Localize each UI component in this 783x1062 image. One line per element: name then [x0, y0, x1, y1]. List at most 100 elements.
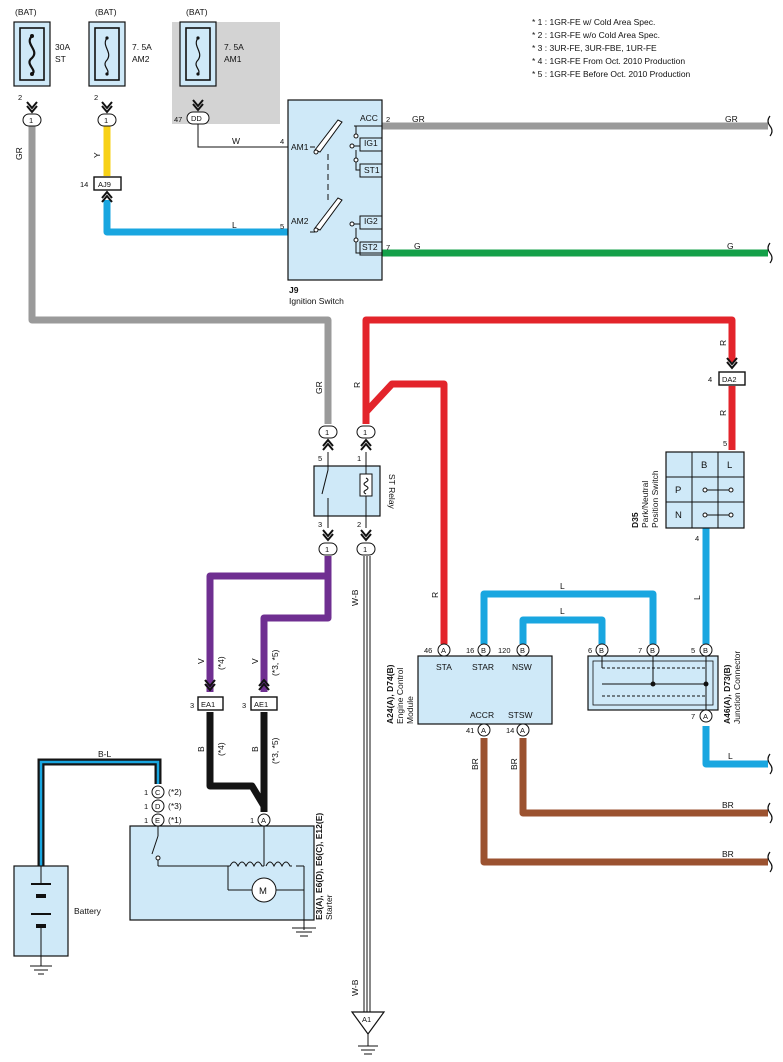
chevron-down-icon [26, 101, 38, 114]
fuse-am1-name: AM1 [224, 54, 242, 64]
wire-layer [28, 122, 768, 866]
ecm-term-nsw: NSW [512, 662, 532, 672]
note-4: * 4 : 1GR-FE From Oct. 2010 Production [532, 56, 685, 66]
conn-st-fuse: 1 [22, 101, 42, 127]
jc-name: Junction Connector [732, 651, 742, 724]
term-am2: AM2 [291, 216, 309, 226]
wire-v-ea1 [206, 556, 332, 692]
svg-text:AJ9: AJ9 [98, 180, 111, 189]
conn-starter-a: A [257, 813, 271, 827]
svg-text:5: 5 [280, 222, 284, 231]
svg-text:2: 2 [386, 115, 390, 124]
conn-da2: DA2 [718, 357, 746, 386]
notes-block: * 1 : 1GR-FE w/ Cold Area Spec. * 2 : 1G… [532, 17, 691, 79]
pnp-name1: Park/Neutral [640, 481, 650, 528]
wire-br-accr [480, 738, 768, 866]
svg-text:GR: GR [725, 114, 738, 124]
svg-text:1: 1 [144, 816, 148, 825]
conn-relay-bot-l: 1 [318, 529, 338, 556]
svg-text:(*3): (*3) [168, 801, 182, 811]
ecm-term-star: STAR [472, 662, 494, 672]
battery-name: Battery [74, 906, 102, 916]
svg-text:BR: BR [470, 758, 480, 770]
wire-bl [37, 758, 162, 866]
svg-text:5: 5 [691, 646, 695, 655]
svg-text:2: 2 [94, 93, 98, 102]
note-5: * 5 : 1GR-FE Before Oct. 2010 Production [532, 69, 691, 79]
svg-text:7: 7 [638, 646, 642, 655]
chevron-up-icon [322, 438, 334, 451]
ignition-code: J9 [289, 285, 299, 295]
junction-connector: A46(A), D73(B) Junction Connector [587, 651, 742, 724]
svg-text:C: C [155, 788, 161, 797]
svg-text:B: B [703, 646, 708, 655]
conn-jc-6: B [595, 643, 609, 657]
ecm-term-accr: ACCR [470, 710, 494, 720]
svg-text:2: 2 [18, 93, 22, 102]
wire-l-nsw [519, 616, 606, 644]
term-ig1: IG1 [364, 138, 378, 148]
svg-text:R: R [352, 382, 362, 388]
svg-text:R: R [718, 410, 728, 416]
conn-starter-e: E [151, 813, 165, 827]
svg-text:3: 3 [190, 701, 194, 710]
conn-starter-c: C [151, 785, 165, 799]
conn-jc-7: B [646, 643, 660, 657]
conn-ecm-star: B [477, 643, 491, 657]
conn-relay-top-r: 1 [356, 425, 376, 451]
conn-jc-5: B [699, 643, 713, 657]
svg-text:46: 46 [424, 646, 432, 655]
svg-text:(*3, *5): (*3, *5) [270, 737, 280, 764]
relay-coil-icon [321, 452, 373, 528]
st-relay: ST Relay [313, 452, 397, 528]
fuse-element-icon [28, 35, 36, 75]
ecm-name2: Module [405, 696, 415, 724]
svg-text:G: G [727, 241, 734, 251]
wire-ends [767, 115, 773, 873]
wire-w [197, 124, 310, 148]
starter-internals-icon [151, 826, 316, 937]
conn-relay-bot-r: 1 [356, 529, 376, 556]
starter: M E3(A), E6(D), E6(C), E12(E) Starter [129, 813, 334, 937]
svg-text:(*4): (*4) [216, 742, 226, 756]
pnp-code: D35 [630, 512, 640, 528]
svg-text:L: L [728, 751, 733, 761]
svg-text:AE1: AE1 [254, 700, 268, 709]
wire-l-jc [702, 726, 768, 768]
pnp-name2: Position Switch [650, 470, 660, 528]
svg-text:1: 1 [325, 428, 329, 437]
chevron-up-icon [101, 190, 113, 203]
svg-text:B-L: B-L [98, 749, 112, 759]
svg-text:7: 7 [691, 712, 695, 721]
svg-text:1: 1 [29, 116, 33, 125]
svg-text:E: E [155, 816, 160, 825]
svg-text:R: R [430, 592, 440, 598]
conn-dd: DD [186, 99, 210, 125]
svg-text:1: 1 [363, 428, 367, 437]
ecm-box [417, 655, 553, 725]
ecm: STA STAR NSW ACCR STSW A24(A), D74(B) En… [385, 655, 553, 725]
st-relay-name: ST Relay [387, 474, 397, 510]
svg-text:(*1): (*1) [168, 815, 182, 825]
conn-starter-d: D [151, 799, 165, 813]
conn-a1-ground: A1 [350, 1011, 386, 1055]
starter-name: Starter [324, 894, 334, 920]
fuse-am2: (BAT) 7. 5A AM2 [88, 7, 152, 87]
pnp-row-p: P [675, 485, 681, 496]
svg-text:L: L [692, 595, 702, 600]
svg-text:5: 5 [723, 439, 727, 448]
chevron-down-icon [192, 99, 204, 112]
wire-l-am2 [103, 200, 288, 236]
svg-text:W-B: W-B [350, 979, 360, 996]
chevron-up-icon [258, 678, 270, 691]
conn-ecm-accr: A [477, 723, 491, 737]
starter-box [129, 825, 315, 921]
motor-icon: M [259, 886, 267, 897]
conn-ecm-stsw: A [516, 723, 530, 737]
fuse-am2-source: (BAT) [95, 7, 117, 17]
wire-labels: GR Y W L GR GR G G GR R R R R L L L L W-… [14, 114, 738, 996]
conn-am2-fuse: 1 [97, 101, 117, 127]
svg-text:W-B: W-B [350, 589, 360, 606]
svg-text:R: R [718, 340, 728, 346]
svg-text:(*2): (*2) [168, 787, 182, 797]
